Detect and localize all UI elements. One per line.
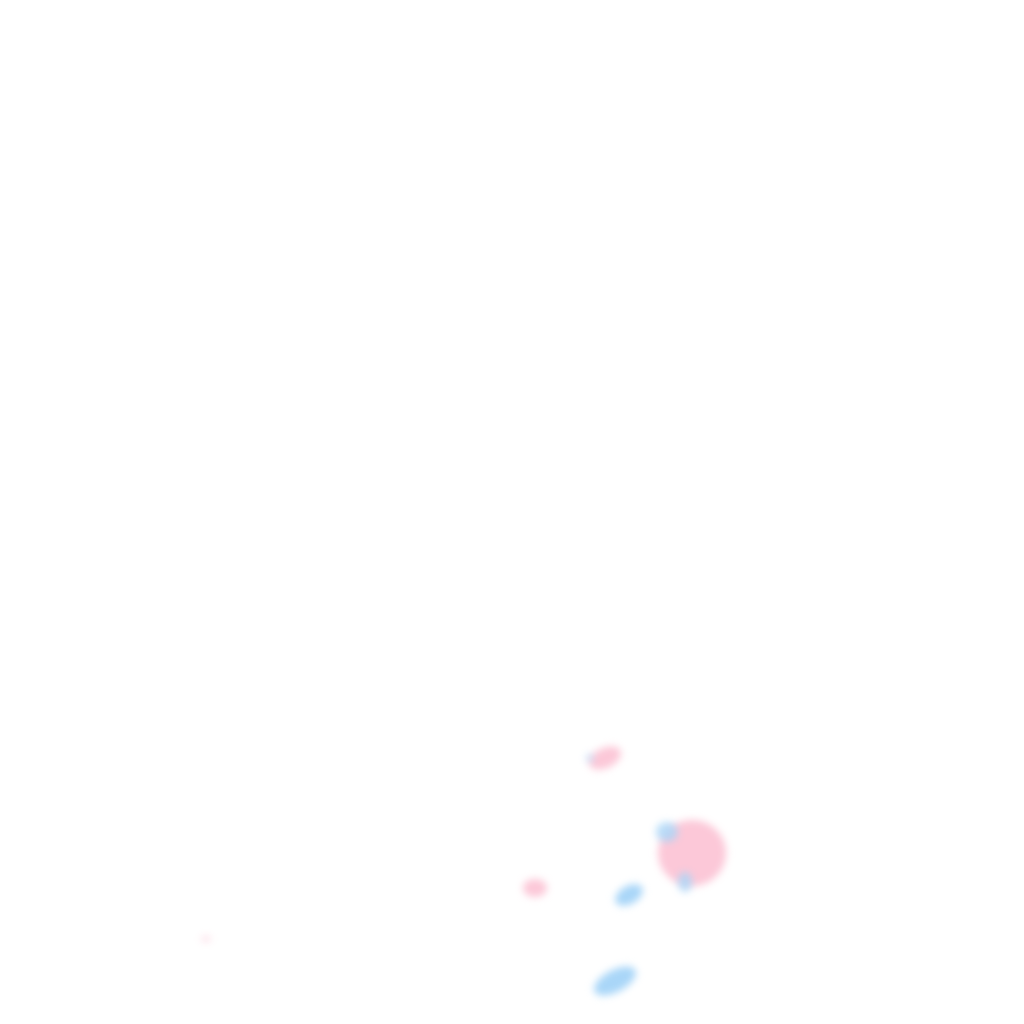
blue-blob-bottom — [589, 960, 641, 1002]
blue-blob-middle — [611, 879, 647, 911]
pink-dot-far-left — [201, 936, 211, 942]
blue-blob-large-bottom — [678, 872, 692, 892]
pink-blob-left — [523, 879, 547, 897]
blue-blob-fleck-top — [586, 754, 594, 762]
blue-blob-large-edge — [656, 822, 678, 842]
